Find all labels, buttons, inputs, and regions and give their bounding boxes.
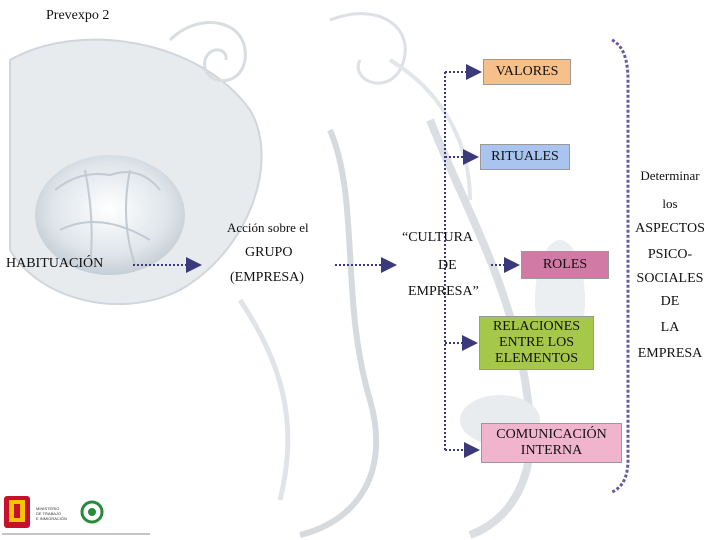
roles-label: ROLES: [542, 257, 588, 272]
valores-box: VALORES: [483, 59, 571, 85]
cultura-line-1: “CULTURA: [402, 230, 474, 245]
rituales-box: RITUALES: [480, 144, 570, 170]
comunicacion-line-2: INTERNA: [520, 443, 583, 458]
spain-coat-of-arms-icon: [2, 496, 150, 535]
right-bracket: [611, 38, 630, 494]
right-word-2: los: [662, 196, 678, 211]
relaciones-box: RELACIONES ENTRE LOS ELEMENTOS: [479, 316, 594, 370]
cultura-line-2: DE: [438, 258, 457, 273]
right-word-7: LA: [660, 320, 680, 335]
relaciones-line-1: RELACIONES: [492, 319, 581, 334]
ministerio-line-1: MINISTERIO: [36, 506, 60, 511]
right-word-8: EMPRESA: [637, 346, 703, 361]
page-title: Prevexpo 2: [46, 8, 110, 23]
accion-line-3: (EMPRESA): [230, 270, 304, 285]
ministerio-line-2: DE TRABAJO: [36, 511, 62, 516]
relaciones-line-2: ENTRE LOS: [498, 335, 575, 350]
right-word-4: PSICO-: [647, 247, 693, 262]
habituacion-label: HABITUACIÓN: [6, 256, 104, 271]
ministerio-line-3: E INMIGRACIÓN: [36, 516, 67, 521]
rituales-label: RITUALES: [491, 149, 559, 164]
footer-logos: MINISTERIO DE TRABAJO E INMIGRACIÓN: [0, 490, 160, 540]
right-word-3: ASPECTOS: [635, 221, 705, 236]
comunicacion-box: COMUNICACIÓN INTERNA: [481, 423, 622, 463]
relaciones-line-3: ELEMENTOS: [495, 351, 578, 366]
right-word-6: DE: [660, 294, 680, 309]
accion-line-1: Acción sobre el: [227, 220, 309, 235]
accion-line-2: GRUPO: [245, 245, 293, 260]
right-word-1: Determinar: [640, 168, 700, 183]
valores-label: VALORES: [495, 64, 559, 79]
comunicacion-line-1: COMUNICACIÓN: [496, 427, 607, 442]
cultura-line-3: EMPRESA”: [408, 284, 479, 299]
roles-box: ROLES: [521, 251, 609, 279]
right-word-5: SOCIALES: [636, 271, 704, 286]
